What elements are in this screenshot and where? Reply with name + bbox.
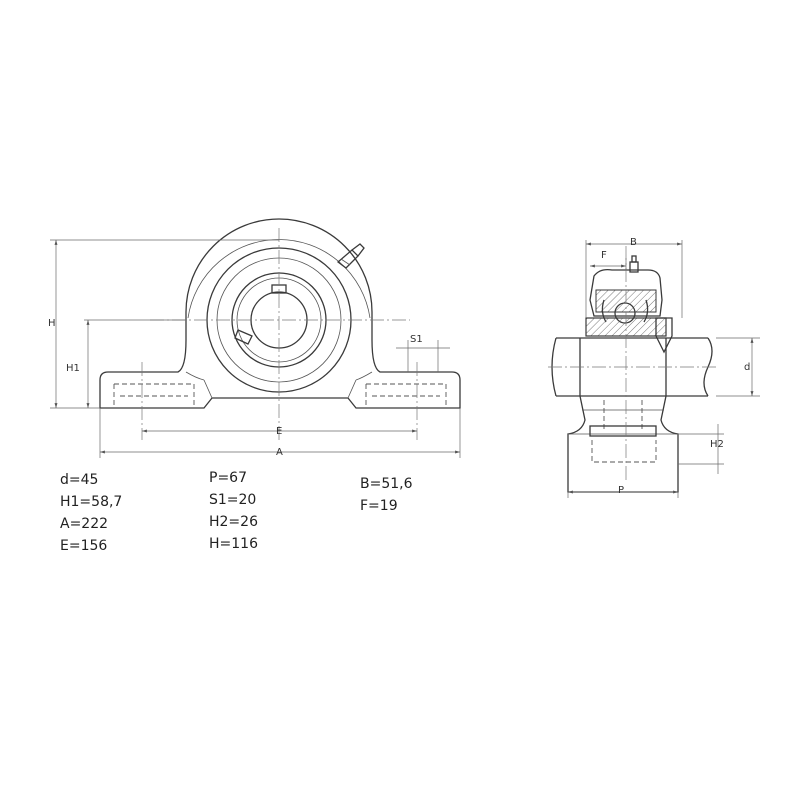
dim-label-s1: S1 bbox=[410, 334, 423, 345]
dim-label-f: F bbox=[601, 250, 607, 261]
spec-b: B=51,6 bbox=[360, 476, 413, 492]
side-view: B F d H2 P bbox=[548, 237, 760, 498]
spec-h2: H2=26 bbox=[209, 514, 258, 530]
dim-label-e: E bbox=[276, 426, 282, 437]
spec-d: d=45 bbox=[60, 472, 99, 488]
spec-f: F=19 bbox=[360, 498, 398, 514]
dim-label-d: d bbox=[744, 362, 750, 373]
front-view: H H1 S1 E A bbox=[48, 218, 461, 458]
bearing-insert bbox=[589, 268, 663, 317]
grease-nipple-icon bbox=[336, 243, 365, 269]
housing-side bbox=[567, 338, 679, 493]
spec-s1: S1=20 bbox=[209, 492, 257, 508]
dim-label-h2: H2 bbox=[710, 439, 724, 450]
dim-label-b: B bbox=[630, 237, 637, 248]
spec-e: E=156 bbox=[60, 538, 108, 554]
spec-p: P=67 bbox=[209, 470, 247, 486]
grease-nipple-side-icon bbox=[629, 255, 639, 273]
dim-label-h1: H1 bbox=[66, 363, 80, 374]
dim-label-a: A bbox=[276, 447, 283, 458]
spec-h1: H1=58,7 bbox=[60, 494, 123, 510]
shaft bbox=[556, 337, 708, 397]
spec-h: H=116 bbox=[209, 536, 258, 552]
spec-a: A=222 bbox=[60, 516, 109, 532]
dim-label-h: H bbox=[48, 318, 56, 329]
dim-label-p: P bbox=[618, 485, 624, 496]
housing-outline bbox=[99, 218, 461, 409]
